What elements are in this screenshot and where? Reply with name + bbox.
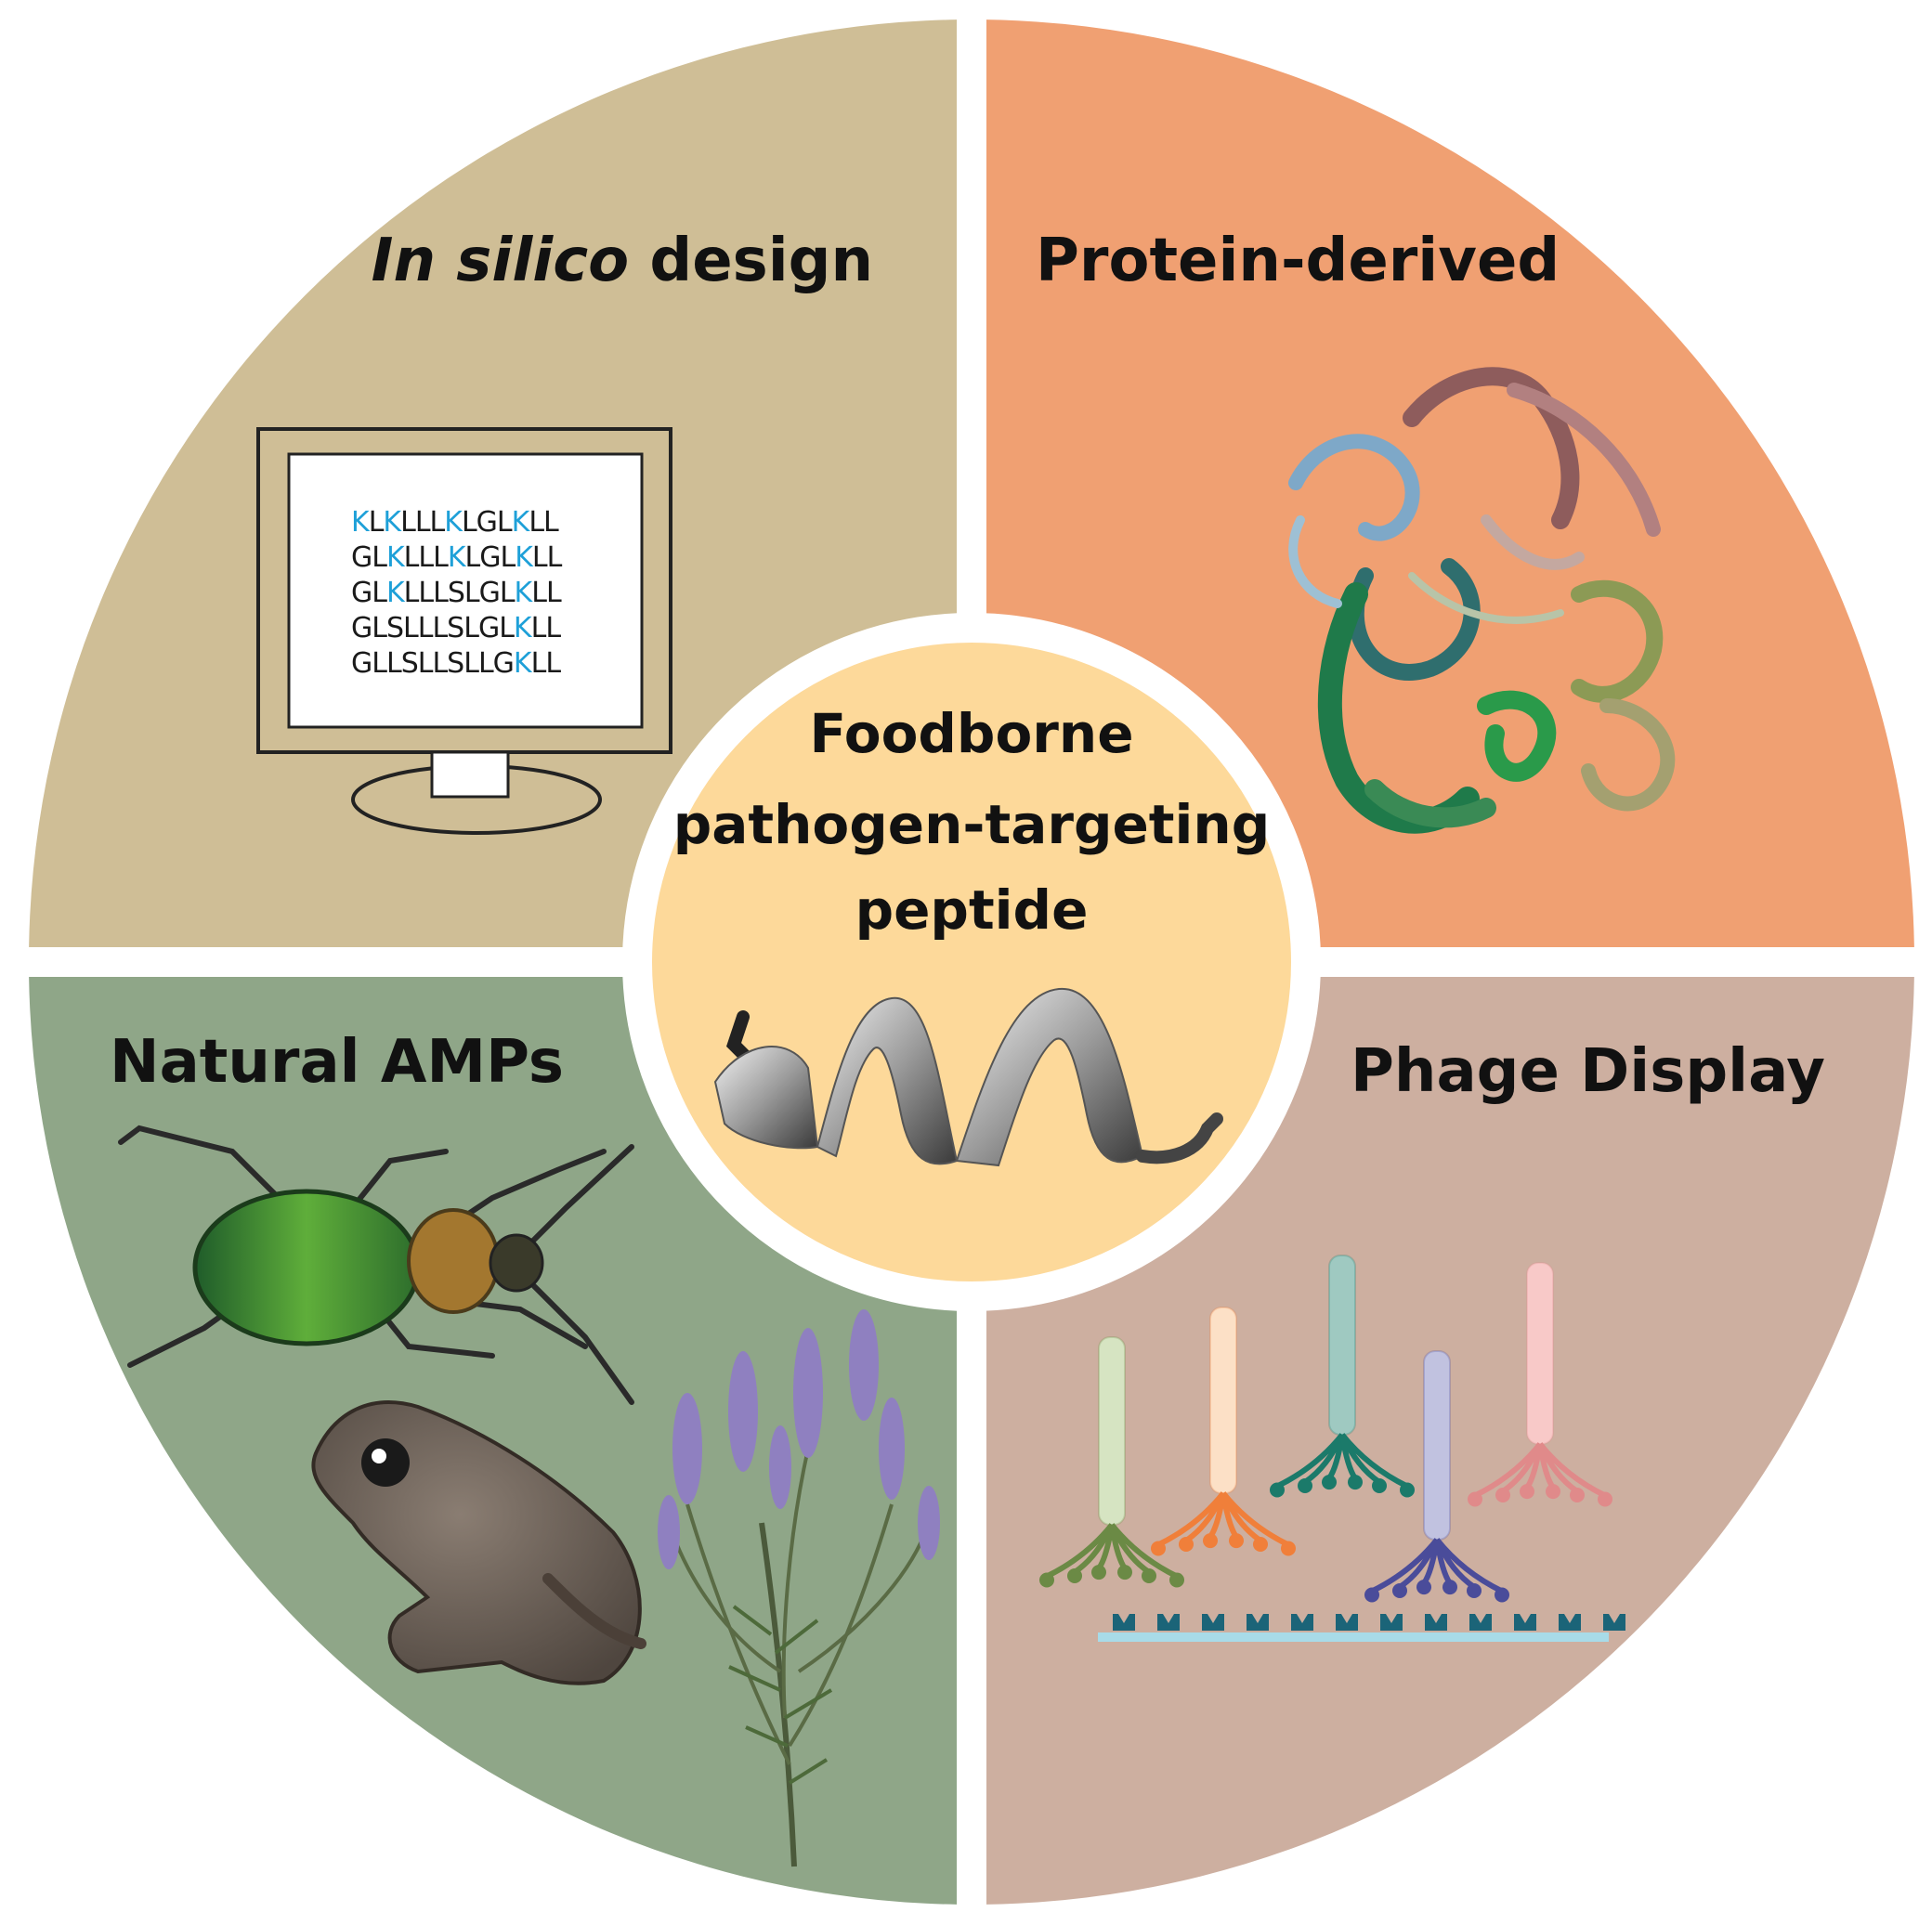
phage-icon bbox=[1364, 1350, 1509, 1603]
phage-icon bbox=[1270, 1255, 1415, 1498]
binding-surface bbox=[1098, 1632, 1609, 1642]
receptor-icon bbox=[1559, 1614, 1581, 1631]
receptor-icon bbox=[1425, 1614, 1447, 1631]
center-title-line-2: pathogen-targeting bbox=[673, 793, 1270, 856]
sequence-line: GLKLLLKLGLKLL bbox=[351, 541, 563, 574]
sequence-list: KLKLLLKLGLKLLGLKLLLKLGLKLLGLKLLLSLGLKLLG… bbox=[351, 506, 564, 680]
receptor-icon bbox=[1336, 1614, 1358, 1631]
protein-derived-title: Protein-derived bbox=[1036, 227, 1560, 295]
phage-display-title: Phage Display bbox=[1351, 1037, 1825, 1106]
protein-structure-icon bbox=[1288, 367, 1676, 834]
phage-icon bbox=[1468, 1262, 1612, 1507]
phage-icon bbox=[1039, 1336, 1184, 1588]
center-node: Foodborne pathogen-targeting peptide bbox=[622, 613, 1321, 1311]
receptor-icon bbox=[1380, 1614, 1403, 1631]
phage-display-illustration bbox=[1039, 1255, 1625, 1642]
center-title-line-1: Foodborne bbox=[809, 702, 1133, 765]
receptor-icon bbox=[1514, 1614, 1536, 1631]
natural-amps-title: Natural AMPs bbox=[110, 1028, 564, 1097]
receptor-icon bbox=[1247, 1614, 1269, 1631]
receptor-icon bbox=[1113, 1614, 1135, 1631]
in-silico-title: In silico design bbox=[372, 227, 873, 295]
center-title-line-3: peptide bbox=[855, 878, 1089, 942]
beetle-icon bbox=[118, 1125, 634, 1405]
sequence-line: GLSLLLSLGLKLL bbox=[351, 612, 561, 644]
sequence-line: KLKLLLKLGLKLL bbox=[351, 506, 559, 539]
receptor-icon bbox=[1603, 1614, 1625, 1631]
peptide-helix-icon bbox=[713, 987, 1223, 1167]
sequence-line: GLKLLLSLGLKLL bbox=[351, 577, 562, 609]
receptor-icon bbox=[1202, 1614, 1224, 1631]
computer-monitor-icon: KLKLLLKLGLKLLGLKLLLKLGLKLLGLKLLLSLGLKLLG… bbox=[256, 427, 672, 835]
frog-icon bbox=[311, 1400, 646, 1685]
phage-icon bbox=[1151, 1307, 1296, 1556]
receptor-icon bbox=[1157, 1614, 1180, 1631]
receptor-icon bbox=[1291, 1614, 1313, 1631]
lavender-icon bbox=[658, 1309, 940, 1867]
sequence-line: GLLSLLSLLGKLL bbox=[351, 647, 561, 680]
receptor-icon bbox=[1469, 1614, 1492, 1631]
